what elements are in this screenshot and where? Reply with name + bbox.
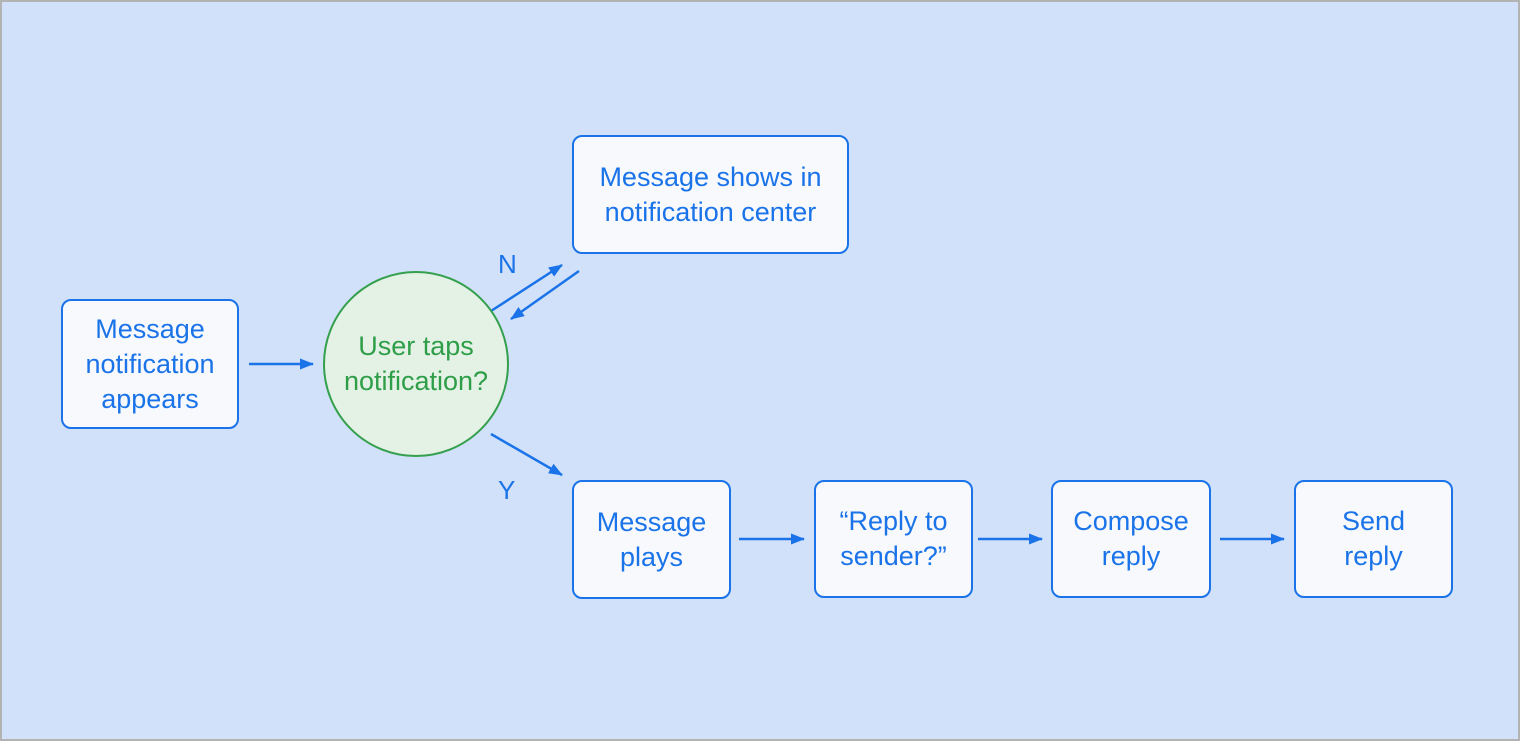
node-label: Message notification appears: [85, 313, 215, 414]
edge-label-yes: Y: [498, 475, 516, 505]
node-message-plays: Message plays: [572, 480, 731, 599]
node-label: Message plays: [596, 506, 707, 572]
node-label: User taps notification?: [343, 331, 489, 396]
node-message-notification-appears: Message notification appears: [61, 299, 239, 429]
node-compose-reply: Compose reply: [1051, 480, 1211, 598]
node-label: “Reply to sender?”: [839, 506, 948, 571]
node-label: Message shows in notification center: [599, 161, 822, 227]
node-message-shows-in-notification-center: Message shows in notification center: [572, 135, 849, 254]
edge-label-no: N: [498, 249, 517, 279]
node-reply-to-sender: “Reply to sender?”: [814, 480, 973, 598]
node-send-reply: Send reply: [1294, 480, 1453, 598]
node-label: Send reply: [1341, 506, 1406, 571]
edge-decision-to-message-plays: [490, 432, 563, 477]
node-decision-user-taps-notification: User taps notification?: [323, 271, 509, 457]
node-label: Compose reply: [1073, 506, 1189, 571]
edge-notification-center-to-decision: [510, 269, 580, 321]
